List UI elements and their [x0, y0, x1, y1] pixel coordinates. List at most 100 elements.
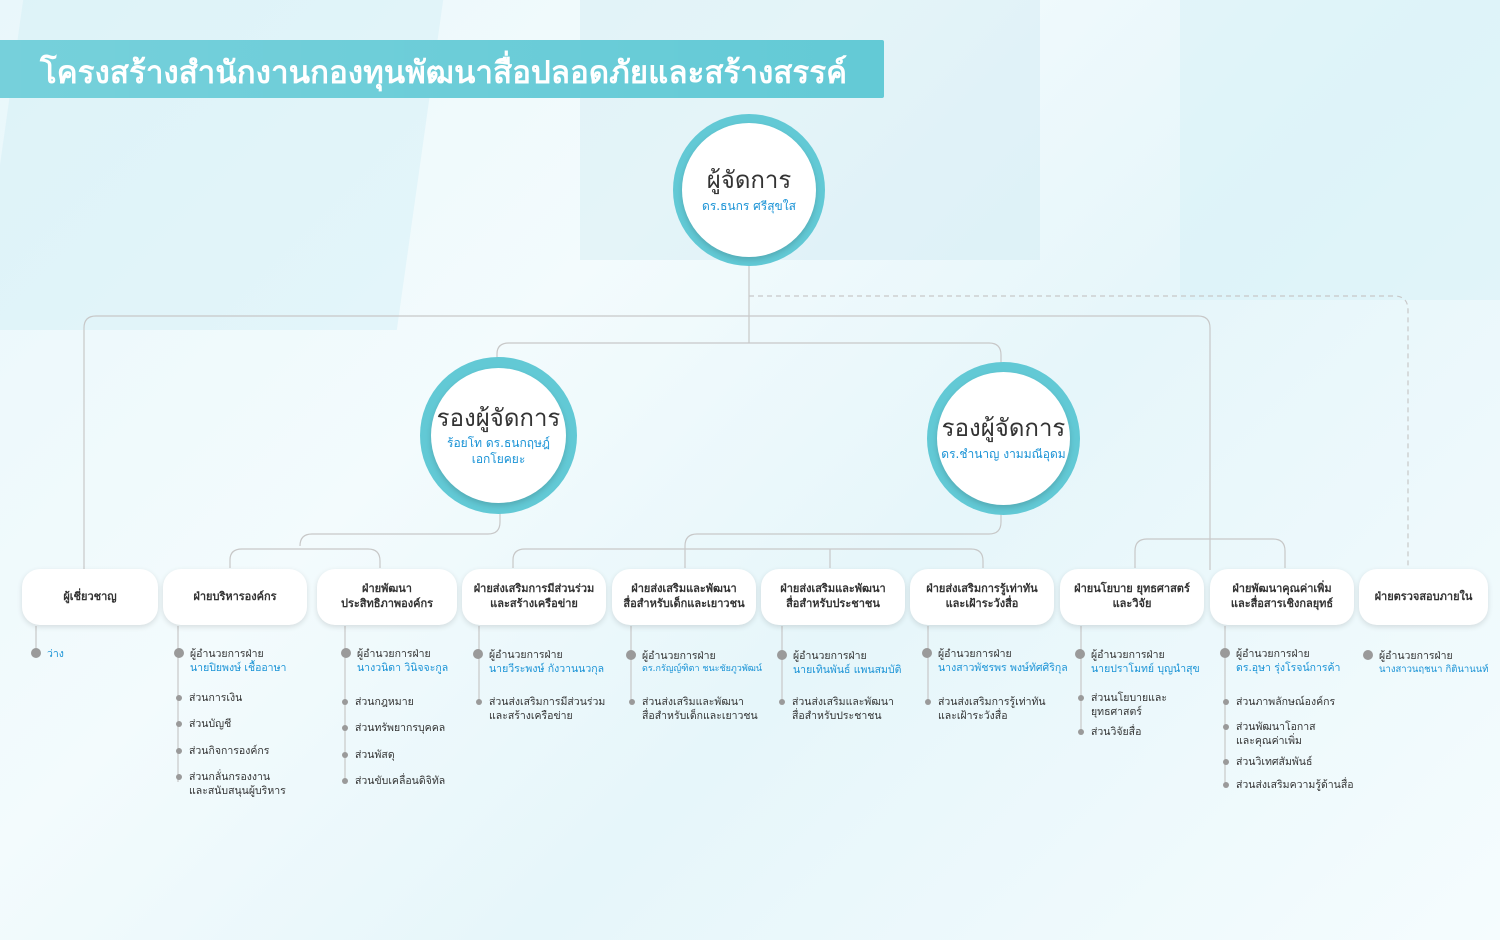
unit-label: ส่วนส่งเสริมและพัฒนา สื่อสำหรับประชาชน	[792, 696, 894, 722]
dept-label: ฝ่ายบริหารองค์กร	[193, 589, 277, 603]
dept-head: ผู้อำนวยการฝ่ายดร.กรัญญ์ฑิตา ชนะชัยภูวพั…	[626, 650, 763, 675]
deputy-right-name: ดร.ชำนาญ งามมณีอุดม	[941, 447, 1066, 462]
bullet-icon	[476, 699, 482, 705]
dept-head: ผู้อำนวยการฝ่ายนางสาวพัชรพร พงษ์ทัศศิริก…	[922, 648, 1068, 675]
unit-item: ส่วนทรัพยากรบุคคล	[342, 722, 446, 736]
dept-box-specialist: ผู้เชี่ยวชาญ	[22, 569, 158, 625]
unit-item: ส่วนวิเทศสัมพันธ์	[1223, 756, 1313, 770]
unit-item: ส่วนส่งเสริมการรู้เท่าทัน และเฝ้าระวังสื…	[925, 696, 1046, 723]
dept-head: ผู้อำนวยการฝ่ายนางสาวนฤชนา กิตินานนท์	[1363, 650, 1488, 676]
dept-box-efficiency: ฝ่ายพัฒนา ประสิทธิภาพองค์กร	[317, 569, 457, 625]
unit-label: ส่วนนโยบายและ ยุทธศาสตร์	[1091, 692, 1168, 718]
head-name: ดร.อุษา รุ่งโรจน์การค้า	[1236, 661, 1341, 674]
unit-label: ส่วนพัสดุ	[355, 749, 395, 761]
deputy-left-name: ร้อยโท ดร.ธนกฤษฎ์ เอกโยคยะ	[447, 436, 550, 466]
dept-head: ผู้อำนวยการฝ่ายนายวีระพงษ์ กังวานนวกุล	[473, 649, 604, 676]
bullet-icon	[626, 650, 636, 660]
dept-box-value-added: ฝ่ายพัฒนาคุณค่าเพิ่ม และสื่อสารเชิงกลยุท…	[1210, 569, 1354, 625]
head-name: นายปราโมทย์ บุญนำสุข	[1091, 662, 1200, 675]
deputy-right-title: รองผู้จัดการ	[941, 414, 1066, 443]
dept-label: ฝ่ายส่งเสริมการมีส่วนร่วม และสร้างเครือข…	[473, 582, 595, 610]
bullet-icon	[176, 748, 182, 754]
bullet-icon	[174, 648, 184, 658]
unit-label: ส่วนบัญชี	[189, 718, 232, 730]
bullet-icon	[1223, 724, 1229, 730]
bullet-icon	[1220, 648, 1230, 658]
deputy-left-node: รองผู้จัดการ ร้อยโท ดร.ธนกฤษฎ์ เอกโยคยะ	[420, 357, 577, 514]
unit-label: ส่วนการเงิน	[189, 692, 243, 704]
bullet-icon	[31, 648, 41, 658]
unit-item: ส่วนกฎหมาย	[342, 696, 414, 710]
dept-box-youth-media: ฝ่ายส่งเสริมและพัฒนา สื่อสำหรับเด็กและเย…	[612, 569, 756, 625]
head-name: ดร.กรัญญ์ฑิตา ชนะชัยภูวพัฒน์	[642, 663, 763, 674]
dept-head: ผู้อำนวยการฝ่ายนายปราโมทย์ บุญนำสุข	[1075, 649, 1200, 676]
dept-head: ผู้อำนวยการฝ่ายดร.อุษา รุ่งโรจน์การค้า	[1220, 648, 1341, 675]
bullet-icon	[342, 778, 348, 784]
unit-label: ส่วนขับเคลื่อนดิจิทัล	[355, 775, 446, 787]
unit-label: ส่วนวิเทศสัมพันธ์	[1236, 756, 1313, 768]
unit-item: ส่วนกิจการองค์กร	[176, 745, 269, 759]
unit-label: ส่วนส่งเสริมการรู้เท่าทัน และเฝ้าระวังสื…	[938, 696, 1046, 722]
unit-item: ส่วนขับเคลื่อนดิจิทัล	[342, 775, 446, 789]
unit-item: ส่วนส่งเสริมการมีส่วนร่วม และสร้างเครือข…	[476, 696, 606, 723]
unit-item: ส่วนภาพลักษณ์องค์กร	[1223, 696, 1336, 710]
head-title: ผู้อำนวยการฝ่าย	[190, 648, 264, 660]
page-title: โครงสร้างสำนักงานกองทุนพัฒนาสื่อปลอดภัยแ…	[40, 55, 848, 91]
dept-box-media-literacy: ฝ่ายส่งเสริมการรู้เท่าทัน และเฝ้าระวังสื…	[910, 569, 1054, 625]
unit-item: ส่วนส่งเสริมและพัฒนา สื่อสำหรับเด็กและเย…	[629, 696, 758, 723]
unit-item: ส่วนการเงิน	[176, 692, 243, 706]
head-title: ผู้อำนวยการฝ่าย	[489, 649, 563, 661]
dept-label: ผู้เชี่ยวชาญ	[63, 589, 117, 603]
unit-label: ส่วนกฎหมาย	[355, 696, 414, 708]
vacant-text: ว่าง	[47, 648, 64, 660]
dept-label: ฝ่ายส่งเสริมและพัฒนา สื่อสำหรับเด็กและเย…	[623, 582, 745, 610]
manager-node: ผู้จัดการ ดร.ธนกร ศรีสุขใส	[673, 114, 825, 266]
bullet-icon	[342, 752, 348, 758]
dept-box-participation: ฝ่ายส่งเสริมการมีส่วนร่วม และสร้างเครือข…	[462, 569, 606, 625]
dept-box-public-media: ฝ่ายส่งเสริมและพัฒนา สื่อสำหรับประชาชน	[761, 569, 905, 625]
unit-label: ส่วนส่งเสริมการมีส่วนร่วม และสร้างเครือข…	[489, 696, 606, 722]
head-title: ผู้อำนวยการฝ่าย	[1091, 649, 1165, 661]
unit-item: ส่วนพัสดุ	[342, 749, 395, 763]
head-name: นางวนิดา วินิจจะกูล	[357, 661, 449, 674]
unit-item: ส่วนส่งเสริมความรู้ด้านสื่อ	[1223, 779, 1354, 793]
unit-label: ส่วนส่งเสริมความรู้ด้านสื่อ	[1236, 779, 1354, 791]
manager-name: ดร.ธนกร ศรีสุขใส	[702, 198, 796, 213]
unit-item: ส่วนกลั่นกรองงาน และสนับสนุนผู้บริหาร	[176, 771, 286, 798]
deputy-right-node: รองผู้จัดการ ดร.ชำนาญ งามมณีอุดม	[927, 362, 1080, 515]
unit-label: ส่วนวิจัยสื่อ	[1091, 726, 1142, 738]
dept-head: ผู้อำนวยการฝ่ายนางวนิดา วินิจจะกูล	[341, 648, 449, 675]
dept-box-policy: ฝ่ายนโยบาย ยุทธศาสตร์ และวิจัย	[1060, 569, 1204, 625]
unit-item: ส่วนบัญชี	[176, 718, 232, 732]
bullet-icon	[342, 699, 348, 705]
bullet-icon	[925, 699, 931, 705]
dept-label: ฝ่ายพัฒนาคุณค่าเพิ่ม และสื่อสารเชิงกลยุท…	[1230, 582, 1334, 610]
head-title: ผู้อำนวยการฝ่าย	[642, 650, 716, 662]
bullet-icon	[176, 695, 182, 701]
dept-head: ผู้อำนวยการฝ่ายนายเทินพันธ์ แพนสมบัติ	[777, 650, 901, 677]
head-title: ผู้อำนวยการฝ่าย	[357, 648, 431, 660]
head-title: ผู้อำนวยการฝ่าย	[1379, 650, 1453, 662]
head-title: ผู้อำนวยการฝ่าย	[1236, 648, 1310, 660]
dept-head: ผู้อำนวยการฝ่ายนายปิยพงษ์ เชื้ออาษา	[174, 648, 286, 675]
bullet-icon	[1078, 729, 1084, 735]
unit-label: ส่วนส่งเสริมและพัฒนา สื่อสำหรับเด็กและเย…	[642, 696, 758, 722]
head-title: ผู้อำนวยการฝ่าย	[793, 650, 867, 662]
bullet-icon	[176, 721, 182, 727]
title-banner	[0, 40, 884, 98]
unit-label: ส่วนภาพลักษณ์องค์กร	[1236, 696, 1336, 708]
head-title: ผู้อำนวยการฝ่าย	[938, 648, 1012, 660]
bullet-icon	[342, 725, 348, 731]
bullet-icon	[1223, 699, 1229, 705]
unit-item: ส่วนพัฒนาโอกาส และคุณค่าเพิ่ม	[1223, 721, 1316, 748]
bullet-icon	[473, 649, 483, 659]
unit-label: ส่วนทรัพยากรบุคคล	[355, 722, 446, 734]
unit-label: ส่วนกลั่นกรองงาน และสนับสนุนผู้บริหาร	[189, 771, 286, 797]
dept-head: ว่าง	[31, 648, 64, 662]
bullet-icon	[341, 648, 351, 658]
unit-item: ส่วนส่งเสริมและพัฒนา สื่อสำหรับประชาชน	[779, 696, 894, 723]
dept-box-audit: ฝ่ายตรวจสอบภายใน	[1359, 569, 1488, 625]
bullet-icon	[1363, 650, 1373, 660]
bullet-icon	[922, 648, 932, 658]
bullet-icon	[1075, 649, 1085, 659]
